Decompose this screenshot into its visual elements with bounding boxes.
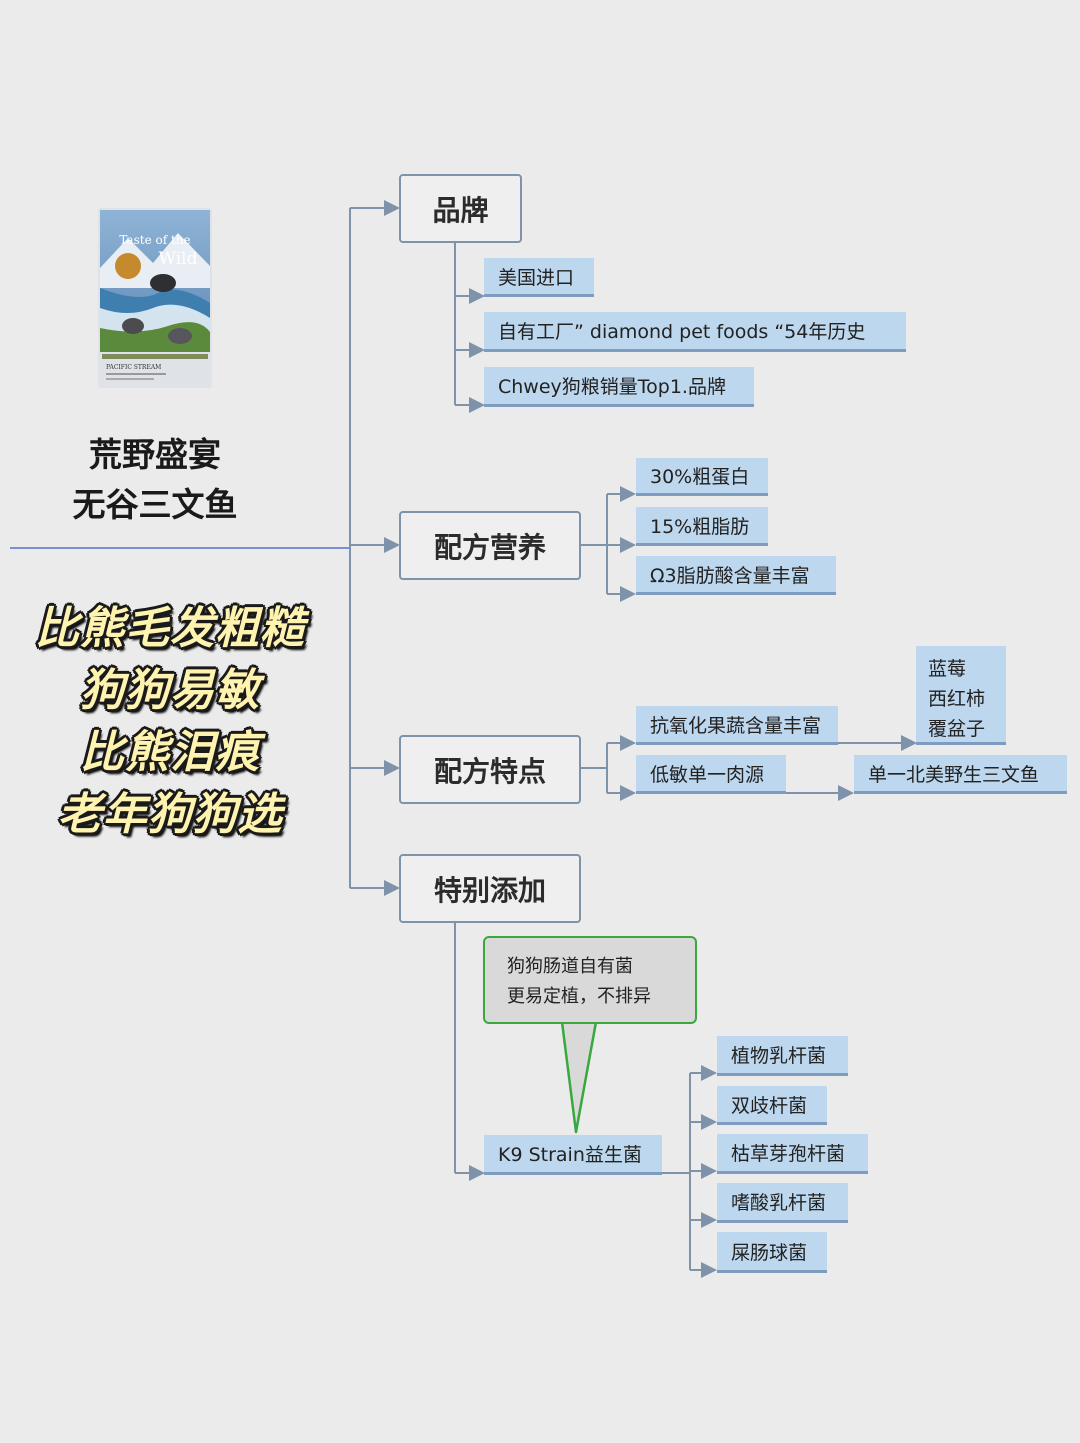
strain-bifidobacterium: 双歧杆菌 [717,1086,827,1125]
fruit-blueberry: 蓝莓 [928,658,967,680]
nutrition-item-protein: 30%粗蛋白 [636,458,768,496]
slogan-line-2: 狗狗易敏 [80,665,260,716]
bag-variant-text: PACIFIC STREAM [106,364,161,371]
node-nutrition: 配方营养 [399,511,581,580]
fruit-tomato: 西红柿 [928,688,986,710]
strain-enterococcus: 屎肠球菌 [717,1232,827,1273]
nutrition-item-fat: 15%粗脂肪 [636,507,768,546]
node-additives: 特别添加 [399,854,581,923]
features-meat-source: 单一北美野生三文鱼 [854,755,1067,794]
node-brand: 品牌 [399,174,522,243]
bag-brand-text-1: Taste of the [119,233,190,247]
slogan-line-4: 老年狗狗选 [57,789,283,840]
slogan-line-1: 比熊毛发粗糙 [35,603,305,654]
node-features: 配方特点 [399,735,581,804]
fruit-raspberry: 覆盆子 [928,718,986,740]
product-title-line-1: 荒野盛宴 [89,435,221,474]
nutrition-item-omega3: Ω3脂肪酸含量丰富 [636,556,836,595]
probiotic-callout: 狗狗肠道自有菌 更易定植，不排异 [483,936,697,1024]
brand-item-sales: Chwey狗粮销量Top1.品牌 [484,367,754,407]
strain-plantarum: 植物乳杆菌 [717,1036,848,1076]
slogan-line-3: 比熊泪痕 [80,727,260,778]
features-item-low-allergen: 低敏单一肉源 [636,755,786,794]
features-fruit-list: 蓝莓 西红柿 覆盆子 [916,646,1006,745]
bag-brand-text-2: Wild [159,249,198,269]
product-title-line-2: 无谷三文鱼 [72,485,238,524]
product-bag-image: Taste of the Wild PACIFIC STREAM [98,208,212,388]
callout-line-2: 更易定植，不排异 [507,986,651,1007]
strain-bacillus-subtilis: 枯草芽孢杆菌 [717,1134,868,1174]
brand-item-import: 美国进口 [484,258,594,297]
features-item-antioxidant: 抗氧化果蔬含量丰富 [636,706,838,745]
callout-line-1: 狗狗肠道自有菌 [507,956,633,977]
strain-acidophilus: 嗜酸乳杆菌 [717,1183,848,1223]
additive-probiotic: K9 Strain益生菌 [484,1135,662,1175]
brand-item-factory: 自有工厂” diamond pet foods “54年历史 [484,312,906,352]
